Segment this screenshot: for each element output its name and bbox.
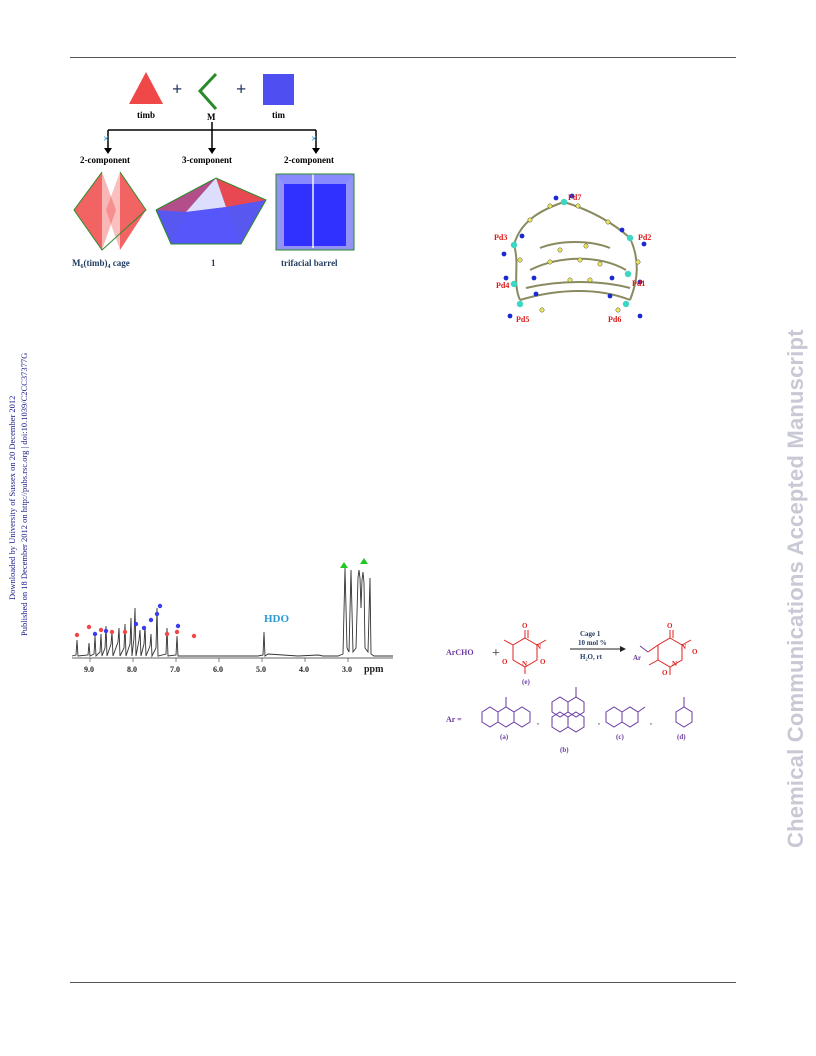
ar-equals: Ar = bbox=[446, 715, 462, 724]
reaction-scheme-figure: ArCHO + O N O O N (e) Cage 1 10 mol % H₂… bbox=[446, 622, 698, 754]
scheme-plus: + bbox=[492, 646, 500, 661]
arrow-conditions: H₂O, rt bbox=[580, 653, 603, 661]
branch-mid-label: 3-component bbox=[182, 155, 232, 165]
tick-9: 9.0 bbox=[84, 665, 94, 674]
caption-mid: 1 bbox=[211, 258, 216, 268]
assembly-scheme-figure: + + timb M tim × × 2-component 3-compone… bbox=[72, 72, 355, 270]
anthracene-structure bbox=[481, 697, 531, 728]
compound-e-label: (e) bbox=[522, 678, 530, 686]
comma-3: , bbox=[650, 717, 652, 726]
label-a: (a) bbox=[500, 733, 509, 741]
trifacial-barrel-drawing bbox=[275, 173, 355, 251]
top-rule bbox=[70, 57, 736, 58]
margin-published-note: Published on 18 December 2012 on http://… bbox=[19, 352, 29, 636]
label-tim: tim bbox=[272, 110, 285, 120]
branch-left-label: 2-component bbox=[80, 155, 130, 165]
label-pd6: Pd6 bbox=[608, 315, 621, 324]
caption-left: M6(timb)4 cage bbox=[72, 258, 130, 270]
tick-7: 7.0 bbox=[170, 665, 180, 674]
barb-o-left: O bbox=[502, 658, 508, 666]
comma-2: , bbox=[598, 717, 600, 726]
plus-sign-2: + bbox=[236, 79, 246, 99]
ppm-unit: ppm bbox=[364, 664, 384, 675]
bottom-rule bbox=[70, 982, 736, 983]
plus-sign-1: + bbox=[172, 79, 182, 99]
barb-o-right: O bbox=[540, 658, 546, 666]
label-pd3: Pd3 bbox=[494, 233, 507, 242]
arrow-catalyst: Cage 1 bbox=[580, 630, 601, 638]
comma-1: , bbox=[537, 717, 539, 726]
blocked-path-left-icon: × bbox=[103, 133, 109, 145]
label-d: (d) bbox=[677, 733, 686, 741]
barb-n-1: N bbox=[536, 643, 541, 651]
prod-o-top: O bbox=[667, 622, 673, 630]
tim-square-icon bbox=[263, 74, 294, 105]
tick-3: 3.0 bbox=[342, 665, 352, 674]
tick-6: 6.0 bbox=[213, 665, 223, 674]
reactant-archo: ArCHO bbox=[446, 648, 474, 657]
blocked-path-right-icon: × bbox=[311, 133, 317, 145]
pyrene-structure bbox=[551, 687, 585, 733]
cage-1-drawing bbox=[155, 177, 267, 245]
prod-o-bottom: O bbox=[662, 669, 668, 677]
label-pd7: Pd7 bbox=[568, 193, 581, 202]
naphthalene-structure bbox=[605, 706, 646, 728]
branch-right-label: 2-component bbox=[284, 155, 334, 165]
nmr-spectrum-figure: 9.0 8.0 7.0 6.0 5.0 4.0 3.0 ppm HDO bbox=[71, 558, 393, 675]
label-pd4: Pd4 bbox=[496, 281, 509, 290]
barb-o-top: O bbox=[522, 622, 528, 630]
label-m: M bbox=[207, 112, 216, 122]
label-c: (c) bbox=[616, 733, 624, 741]
tick-8: 8.0 bbox=[127, 665, 137, 674]
nmr-trace bbox=[71, 567, 393, 658]
crystal-structure-figure: Pd7 Pd3 Pd2 Pd4 Pd1 Pd5 Pd6 bbox=[494, 193, 651, 324]
timb-triangle-icon bbox=[129, 72, 163, 104]
benzene-structure bbox=[675, 697, 693, 728]
caption-right: trifacial barrel bbox=[281, 258, 338, 268]
prod-o-right: O bbox=[692, 648, 698, 656]
prod-n-1: N bbox=[681, 643, 686, 651]
label-pd1: Pd1 bbox=[632, 279, 645, 288]
hdo-label: HDO bbox=[264, 613, 290, 625]
label-pd2: Pd2 bbox=[638, 233, 651, 242]
prod-n-2: N bbox=[672, 660, 677, 668]
barbiturate-structure bbox=[503, 630, 547, 674]
metal-chevron-icon bbox=[197, 72, 218, 110]
m6-timb4-cage-drawing bbox=[73, 171, 147, 251]
product-ar: Ar bbox=[633, 654, 641, 662]
accepted-manuscript-watermark: Chemical Communications Accepted Manuscr… bbox=[783, 329, 808, 848]
label-pd5: Pd5 bbox=[516, 315, 529, 324]
label-timb: timb bbox=[137, 110, 155, 120]
barb-n-2: N bbox=[522, 660, 527, 668]
margin-downloaded-note: Downloaded by University of Sussex on 20… bbox=[7, 395, 17, 600]
tick-5: 5.0 bbox=[256, 665, 266, 674]
tick-4: 4.0 bbox=[299, 665, 309, 674]
arrow-loading: 10 mol % bbox=[578, 639, 607, 647]
product-structure bbox=[648, 630, 692, 675]
label-b: (b) bbox=[560, 746, 569, 754]
